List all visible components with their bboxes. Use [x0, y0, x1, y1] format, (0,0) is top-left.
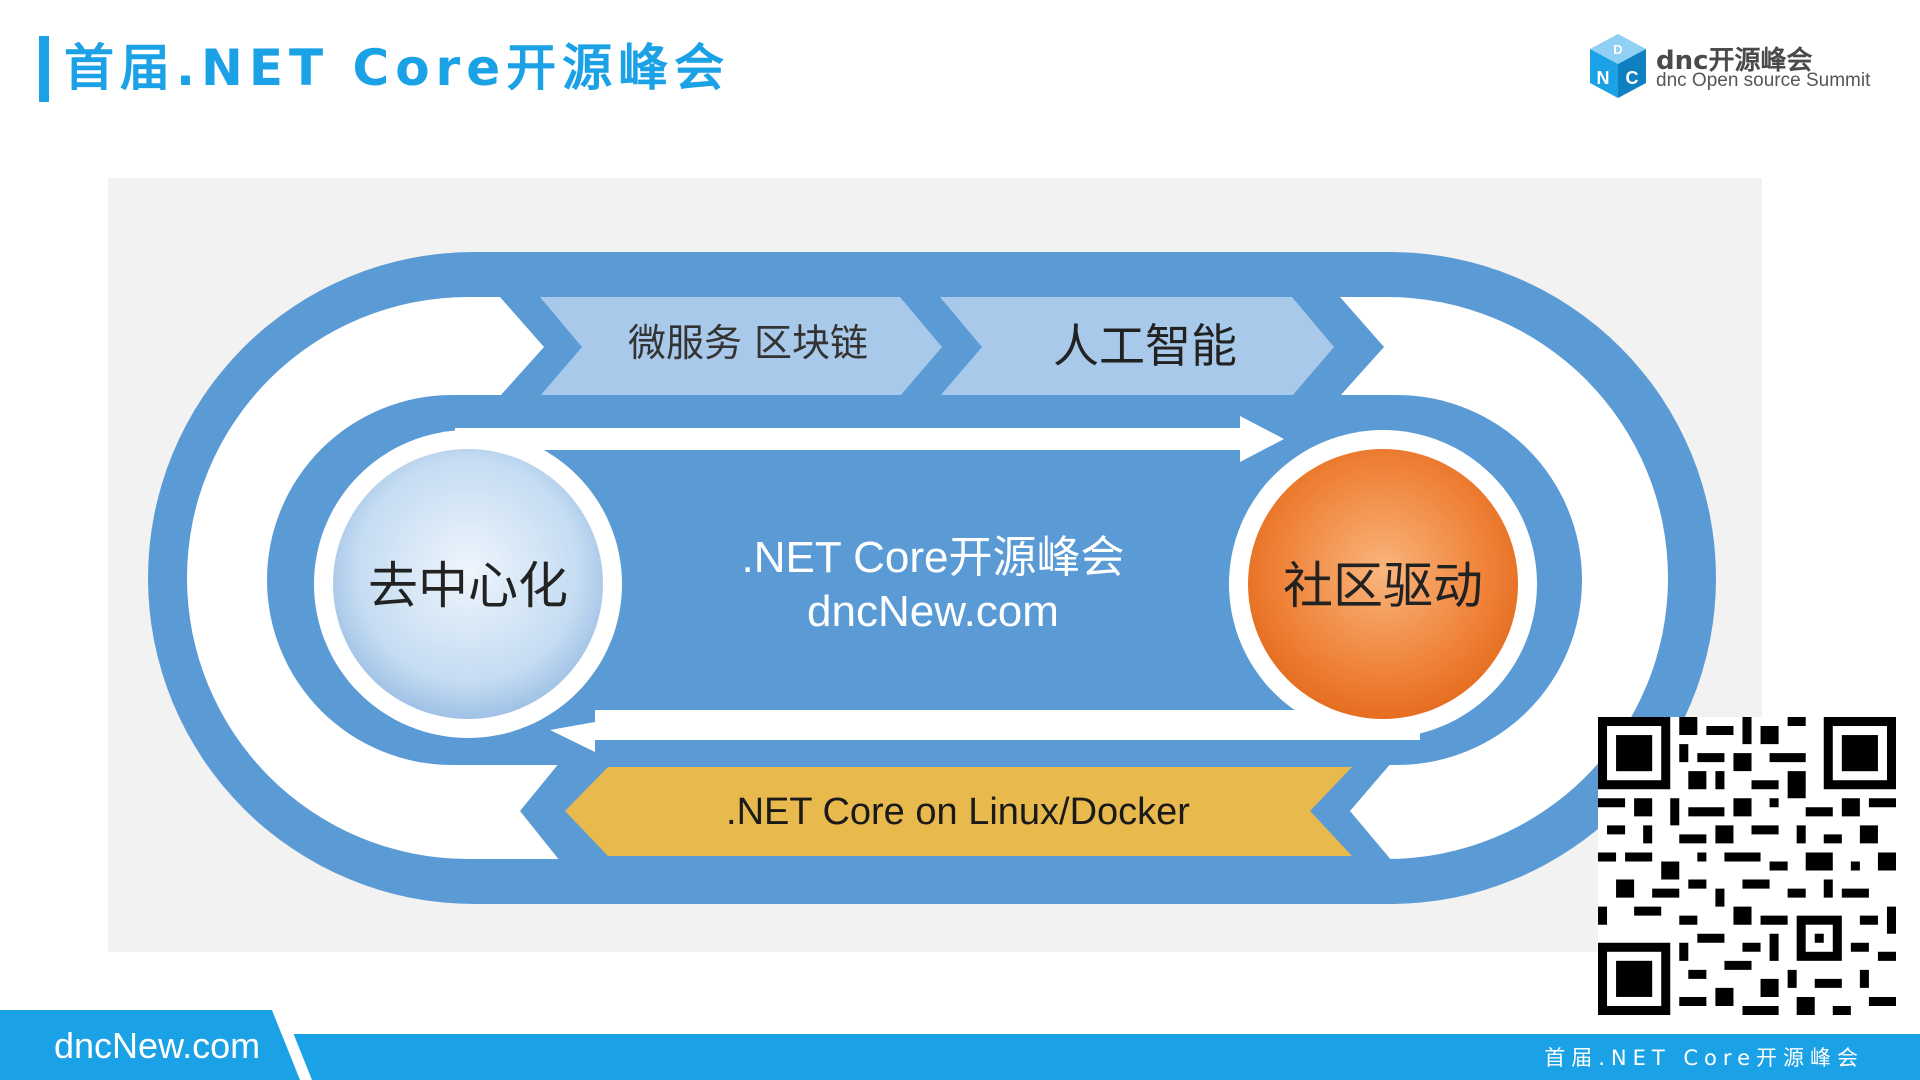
- left-circle-label: 去中心化: [368, 557, 568, 615]
- top-band-2-label: 人工智能: [1053, 319, 1237, 373]
- bottom-band: [565, 767, 1352, 856]
- dnc-cube-logo-icon: D N C: [1590, 34, 1646, 98]
- right-circle-label: 社区驱动: [1283, 557, 1483, 615]
- logo-letter: D: [1613, 42, 1622, 57]
- bottom-band-label: .NET Core on Linux/Docker: [726, 791, 1190, 833]
- logo-title: dnc开源峰会: [1656, 46, 1813, 76]
- center-label-line2: dncNew.com: [807, 587, 1059, 636]
- logo-letter: C: [1626, 68, 1639, 88]
- footer-site-link[interactable]: dncNew.com: [54, 1025, 261, 1066]
- forward-arrow: [455, 416, 1284, 462]
- left-circle: [333, 449, 603, 719]
- qr-code-icon: [1598, 717, 1896, 1015]
- logo-letter: N: [1597, 68, 1610, 88]
- title-accent-bar: [39, 36, 49, 102]
- return-arrow: [550, 710, 1420, 752]
- footer-bar: [0, 1010, 1920, 1080]
- slide-title: 首届.NET Core开源峰会: [64, 39, 731, 97]
- right-circle: [1248, 449, 1518, 719]
- logo-subtitle: dnc Open source Summit: [1656, 70, 1871, 91]
- top-band-1: [540, 297, 942, 396]
- footer-title: 首届.NET Core开源峰会: [1544, 1046, 1864, 1070]
- inner-track: [267, 395, 1582, 765]
- top-band-1-label: 微服务 区块链: [628, 321, 868, 365]
- center-label-line1: .NET Core开源峰会: [741, 533, 1124, 582]
- top-band-2: [940, 297, 1334, 396]
